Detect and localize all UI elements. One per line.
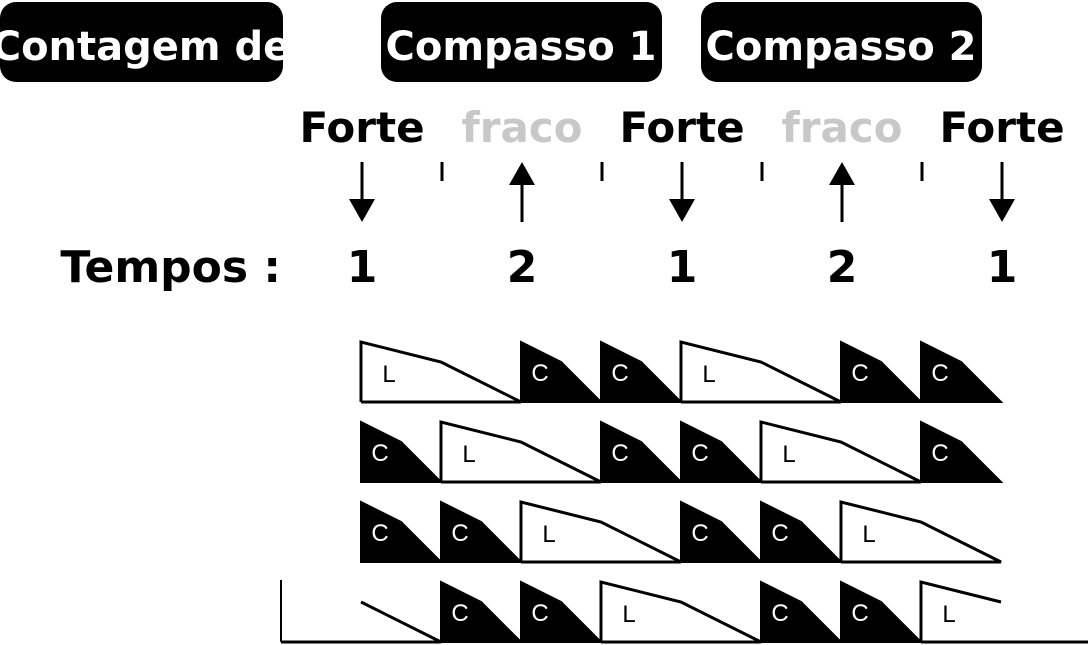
arrow-up-icon [829,162,855,222]
accent-arrows [349,162,1015,222]
division-ticks [440,162,924,181]
short-syllable-shape [680,420,764,483]
beat-number: 2 [827,242,858,293]
short-syllable-shape [600,420,684,483]
long-syllable-shape [599,580,762,644]
long-syllable-label: L [622,601,635,628]
measure-1-header: Compasso 1 [381,2,662,82]
long-syllable-label: L [542,521,555,548]
long-syllable-shape [360,600,442,644]
long-syllable-label: L [782,441,795,468]
measure-2-pill [701,2,982,82]
short-syllable-shape [920,340,1004,403]
short-syllable-shape [840,580,924,643]
short-syllable-label: C [451,600,468,627]
beat-number: 1 [667,242,698,293]
accent-label: Forte [299,103,424,152]
arrow-head [349,199,375,222]
long-syllable-label: L [702,361,715,388]
short-syllable-label: C [931,440,948,467]
short-syllable-shape [760,500,844,563]
beats-label: Tempos : [60,242,281,293]
short-syllable-shape [600,340,684,403]
short-syllable-shape [680,500,764,563]
short-syllable-shape [360,420,444,483]
beat-number: 2 [507,242,538,293]
arrow-head [669,199,695,222]
arrow-up-icon [509,162,535,222]
short-syllable-shape [760,580,844,643]
short-syllable-shape [840,340,924,403]
short-syllable-label: C [851,600,868,627]
arrow-down-icon [349,162,375,222]
long-syllable-label: L [862,521,875,548]
short-syllable-shape [440,580,524,643]
short-syllable-label: C [611,440,628,467]
beats-row: Tempos : 1 2 1 2 1 [60,242,1017,293]
beat-number: 1 [987,242,1018,293]
accent-label: fraco [461,103,582,152]
long-syllable-label: L [462,441,475,468]
short-syllable-label: C [931,360,948,387]
short-syllable-shape [920,420,1004,483]
short-syllable-shape [440,500,524,563]
arrow-down-icon [669,162,695,222]
short-syllable-shape [520,580,604,643]
syllable-pattern-rows: L C C L C C C L C C L C C C L C C L C C L C C L [280,340,1088,644]
short-syllable-label: C [531,600,548,627]
short-syllable-label: C [371,520,388,547]
arrow-head [829,162,855,185]
accent-labels: Forte fraco Forte fraco Forte [299,103,1064,152]
long-syllable-shape [679,340,842,404]
counting-pill [0,2,283,82]
long-syllable-shape [439,420,602,484]
short-syllable-label: C [691,440,708,467]
arrow-down-icon [989,162,1015,222]
accent-label: Forte [619,103,744,152]
counting-header: Contagem de [0,2,290,82]
accent-label: Forte [939,103,1064,152]
counting-label: Contagem de [0,24,290,70]
beat-number: 1 [347,242,378,293]
arrow-head [989,199,1015,222]
short-syllable-label: C [851,360,868,387]
measure-1-label: Compasso 1 [386,24,657,70]
long-syllable-shape [759,420,922,484]
short-syllable-shape [520,340,604,403]
long-syllable-label: L [942,601,955,628]
measure-1-pill [381,2,662,82]
short-syllable-label: C [691,520,708,547]
short-syllable-label: C [451,520,468,547]
arrow-head [509,162,535,185]
long-syllable-label: L [382,361,395,388]
accent-label: fraco [781,103,902,152]
short-syllable-label: C [771,600,788,627]
long-syllable-shape [919,580,1002,642]
long-syllable-shape [519,500,682,564]
measure-2-label: Compasso 2 [706,24,977,70]
short-syllable-shape [360,500,444,563]
measure-2-header: Compasso 2 [701,2,982,82]
short-syllable-label: C [611,360,628,387]
short-syllable-label: C [371,440,388,467]
long-syllable-shape [839,500,1002,564]
short-syllable-label: C [771,520,788,547]
short-syllable-label: C [531,360,548,387]
long-syllable-shape [359,340,522,404]
